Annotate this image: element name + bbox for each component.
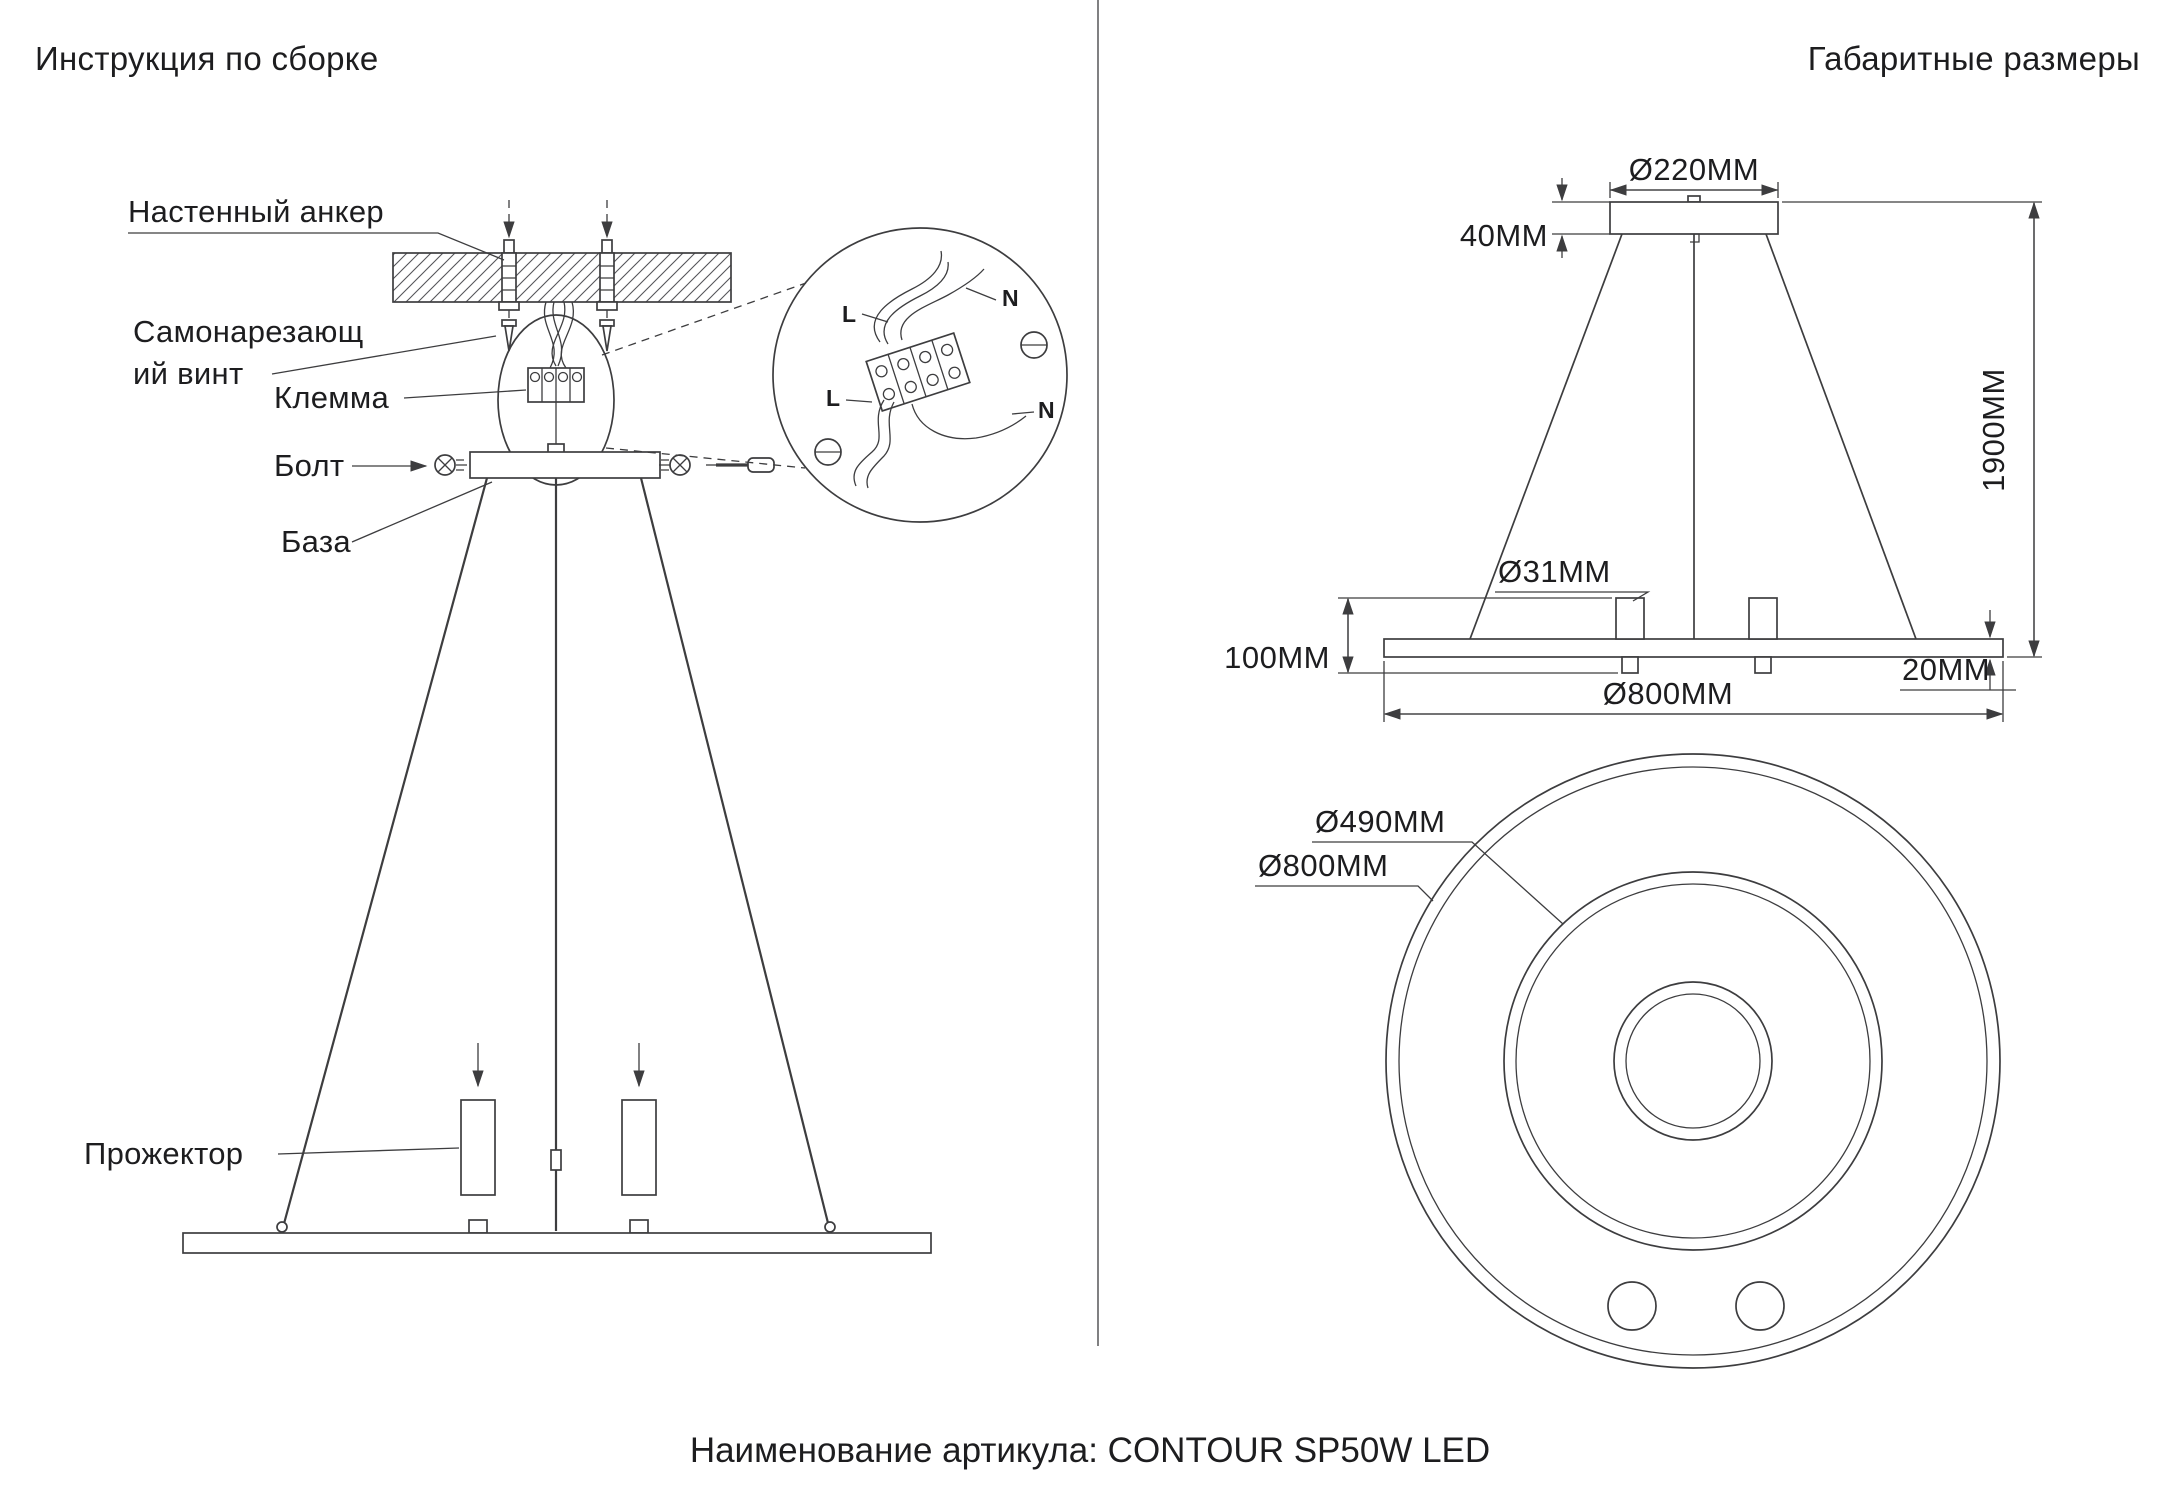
wire-label-l-top: L <box>842 301 856 327</box>
dimensions-top-view: Ø490MM Ø800MM <box>1255 753 2001 1369</box>
ceiling-section <box>392 252 732 303</box>
right-panel-title: Габаритные размеры <box>1808 40 2140 77</box>
ring-outer-circle <box>1385 753 2001 1369</box>
suspension-cables <box>276 477 836 1233</box>
dim-fixture-height: 100MM <box>1224 640 1330 675</box>
dim-ring-thickness: 20MM <box>1902 652 1990 687</box>
detail-circle <box>772 227 1068 523</box>
center-hub-circle <box>1613 981 1773 1141</box>
ring-front-left-panel <box>182 1232 932 1254</box>
screw-symbol-left <box>814 438 842 466</box>
wire-label-n-top: N <box>1002 285 1019 311</box>
spotlights-front-left-panel <box>460 1043 657 1234</box>
spotlight-top-view-left <box>1607 1281 1657 1331</box>
detail-wires <box>853 250 1027 489</box>
wall-anchors <box>498 200 618 311</box>
screw-symbol-right <box>1020 331 1048 359</box>
assembly-diagram: Настенный анкер Самонарезающ ий винт Кле… <box>84 194 1068 1254</box>
label-screw-line1: Самонарезающ <box>133 314 364 349</box>
canopy-mount-nub <box>1687 195 1701 203</box>
dim-outer-diameter-top: Ø800MM <box>1258 848 1388 883</box>
base-assembly <box>434 443 775 479</box>
screwdriver-icon <box>706 457 775 473</box>
dim-fixture-height-group: 100MM <box>1224 597 1618 675</box>
self-tapping-screws <box>501 310 615 352</box>
spotlights-front <box>1615 597 1778 674</box>
wire-label-n-bottom: N <box>1038 397 1055 423</box>
detail-terminal-block <box>865 331 971 413</box>
base-bar <box>469 451 661 479</box>
canopy <box>1609 201 1779 235</box>
spotlight-left <box>460 1099 496 1196</box>
cable-connector <box>550 1149 562 1171</box>
dim-total-height: 1900MM <box>1976 368 2011 492</box>
bolt-left <box>434 454 467 476</box>
dim-spot-diameter: Ø31MM <box>1498 554 1611 589</box>
label-terminal: Клемма <box>274 380 390 415</box>
dim-ring-diameter-front: Ø800MM <box>1603 676 1733 711</box>
dim-total-height-group: 1900MM <box>1782 201 2042 658</box>
label-anchor: Настенный анкер <box>128 194 384 229</box>
spotlight-right <box>621 1099 657 1196</box>
dim-canopy-diameter: Ø220MM <box>1629 152 1759 187</box>
dim-canopy-height-group: 40MM <box>1460 178 1610 258</box>
label-base: База <box>281 524 351 559</box>
left-panel-title: Инструкция по сборке <box>35 40 379 77</box>
label-screw-line2: ий винт <box>133 356 243 391</box>
label-bolt: Болт <box>274 448 344 483</box>
dimensions-front-view: Ø220MM 40MM 1900MM Ø31MM <box>1224 152 2042 722</box>
wiring-detail: L N L N <box>601 227 1068 523</box>
ring-front <box>1383 638 2004 658</box>
dim-ring-thickness-group: 20MM <box>1900 610 2016 691</box>
label-spotlight: Прожектор <box>84 1136 243 1171</box>
dim-spot-diameter-group: Ø31MM <box>1495 554 1651 602</box>
spotlight-top-view-right <box>1735 1281 1785 1331</box>
dim-ring-diameter-front-group: Ø800MM <box>1383 661 2004 722</box>
assembly-labels: Настенный анкер Самонарезающ ий винт Кле… <box>84 194 527 1171</box>
wires-to-terminal <box>543 301 574 369</box>
dim-inner-diameter-top: Ø490MM <box>1315 804 1445 839</box>
dim-canopy-diameter-group: Ø220MM <box>1609 152 1779 198</box>
terminal-block <box>527 367 585 446</box>
bolt-right <box>659 454 691 476</box>
article-caption: Наименование артикула: CONTOUR SP50W LED <box>690 1431 1490 1470</box>
dim-canopy-height: 40MM <box>1460 218 1548 253</box>
wire-label-l-bottom: L <box>826 385 840 411</box>
ring-inner-circle <box>1503 871 1883 1251</box>
